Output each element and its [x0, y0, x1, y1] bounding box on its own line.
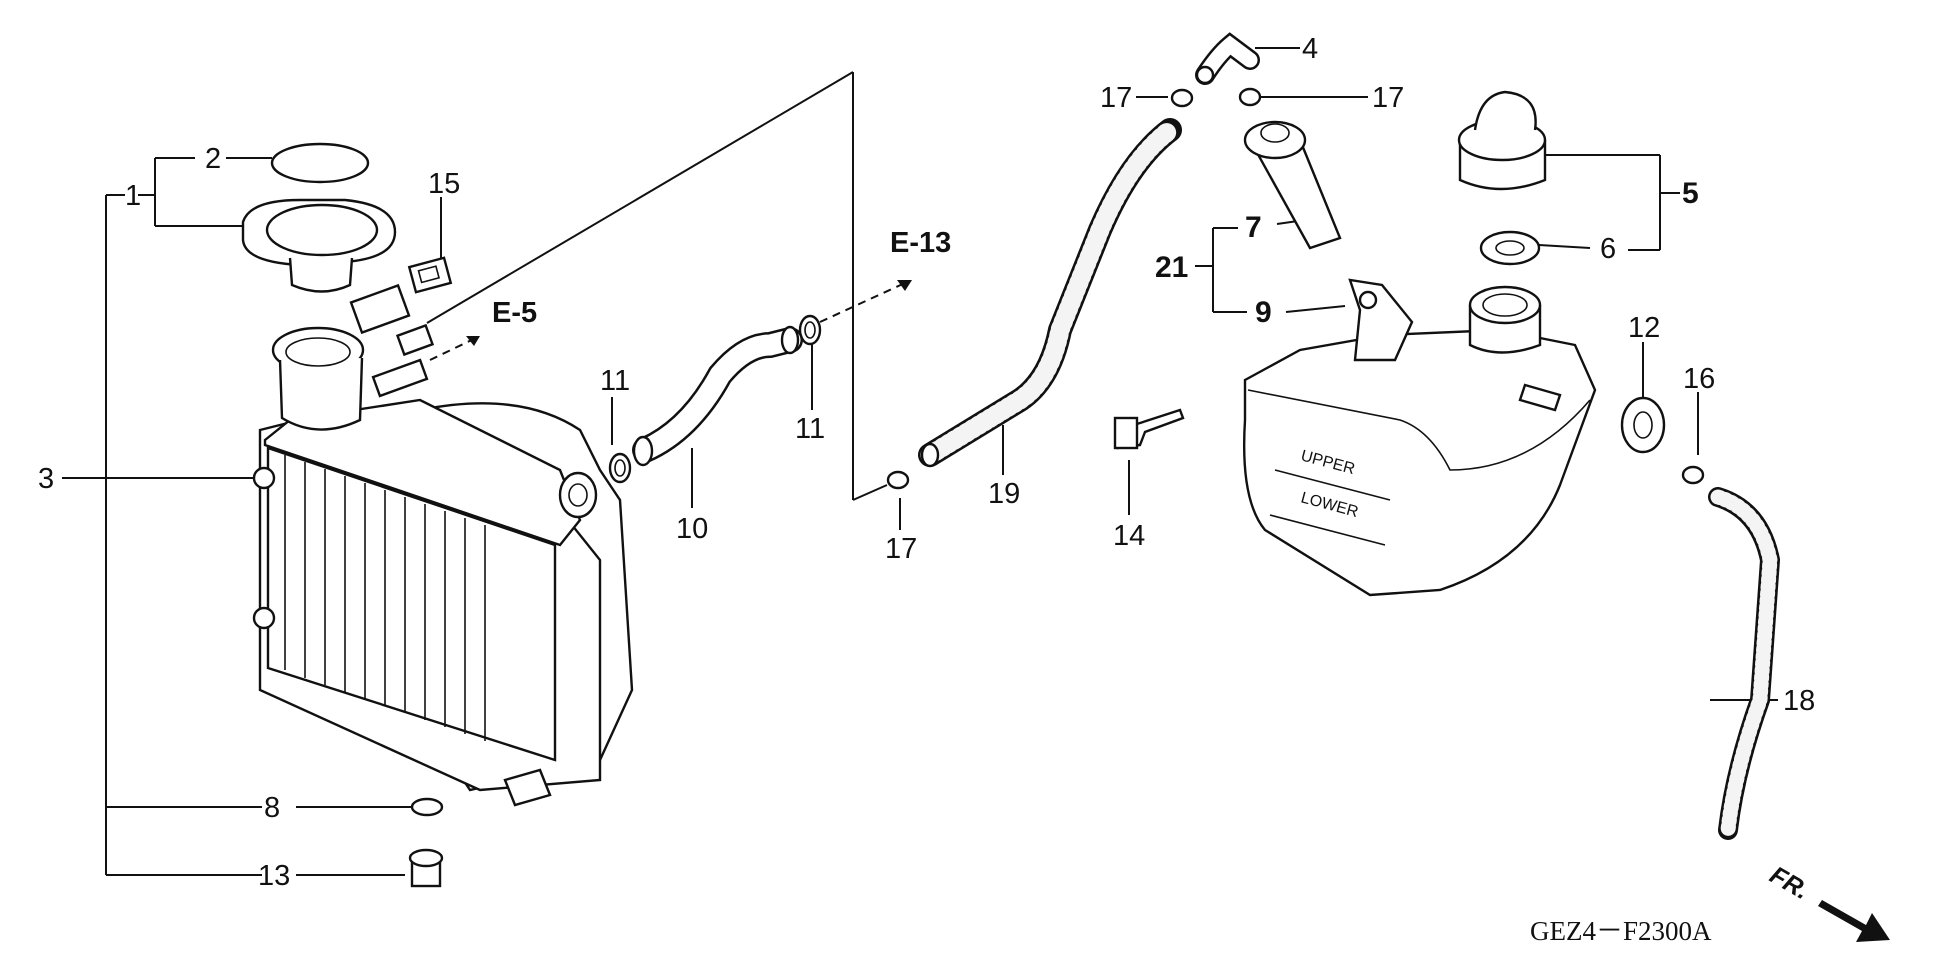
front-arrow-icon: [1818, 900, 1890, 942]
callout-18: 18: [1783, 685, 1815, 717]
part-2-seal: [270, 142, 370, 184]
part-16-clip: [1681, 465, 1705, 485]
front-arrow: FR.: [1765, 861, 1890, 942]
callout-numbers: 1 2 3 4 5 6 7 8 9 10 11 11 12 13 14 15 1…: [38, 33, 1815, 892]
callout-14: 14: [1113, 520, 1145, 552]
callout-4: 4: [1302, 33, 1318, 65]
callout-11a: 11: [600, 365, 630, 397]
callout-17c: 17: [885, 533, 917, 565]
callout-16: 16: [1683, 363, 1715, 395]
part-8-washer: [410, 797, 444, 817]
part-10-hose: [632, 325, 803, 467]
callout-7: 7: [1245, 211, 1262, 244]
part-4-elbow: [1195, 32, 1260, 85]
callout-15: 15: [428, 168, 460, 200]
callout-11b: 11: [795, 413, 825, 445]
part-7-neck: [1243, 120, 1342, 250]
part-1-flange: [241, 198, 397, 293]
part-11-orings: [608, 314, 822, 484]
diagram-code: GEZ4－F2300A: [1530, 916, 1712, 946]
part-15-clip: [407, 256, 453, 294]
callout-13: 13: [258, 860, 290, 892]
callout-9: 9: [1255, 296, 1272, 329]
callout-6: 6: [1600, 233, 1616, 265]
part-17-clips: [886, 87, 1262, 490]
part-18-hose: [1708, 487, 1781, 840]
front-arrow-label: FR.: [1765, 861, 1814, 905]
part-6-seal: [1479, 230, 1541, 266]
ref-e5: E-5: [492, 297, 537, 329]
leader-lines: [62, 47, 1778, 876]
part-13-drain-bolt: [408, 848, 444, 888]
part-19-hose: [918, 118, 1182, 468]
callout-17a: 17: [1100, 82, 1132, 114]
part-12-grommet: [1620, 396, 1666, 454]
callout-3: 3: [38, 463, 54, 495]
callout-17b: 17: [1372, 82, 1404, 114]
callout-5: 5: [1682, 177, 1699, 210]
ref-e13: E-13: [890, 227, 951, 259]
part-14-bolt: [1113, 408, 1185, 450]
callout-19: 19: [988, 478, 1020, 510]
callout-10: 10: [676, 513, 708, 545]
part-5-cap: [1457, 90, 1547, 191]
callout-2: 2: [205, 143, 221, 175]
radiator: [252, 283, 634, 807]
callout-21: 21: [1155, 251, 1188, 284]
callout-8: 8: [264, 792, 280, 824]
ref-arrows: [429, 280, 912, 361]
callout-1: 1: [125, 180, 141, 212]
callout-12: 12: [1628, 312, 1660, 344]
part-9-tank: UPPER LOWER: [1242, 278, 1597, 597]
